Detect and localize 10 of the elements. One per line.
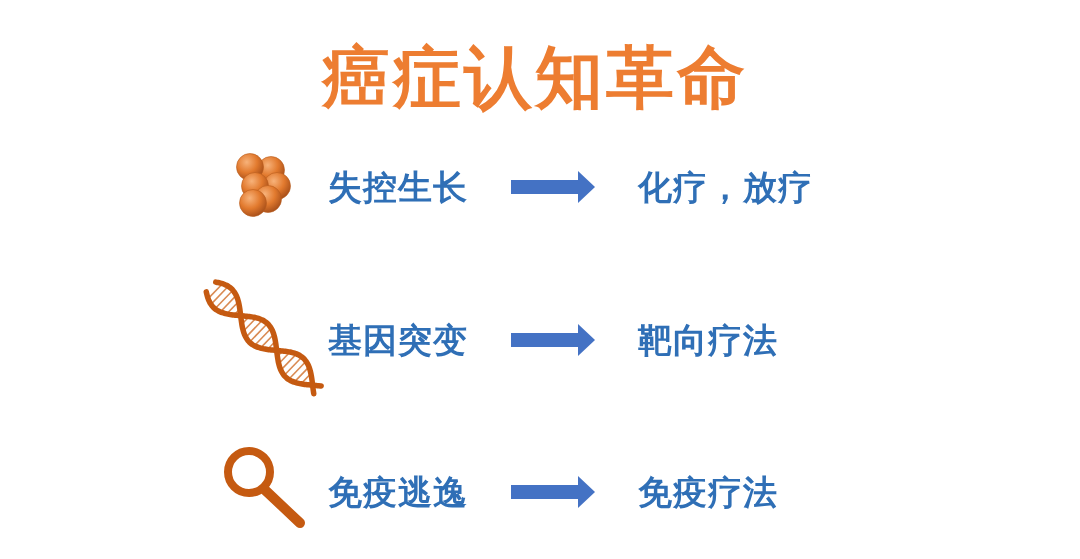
arrow xyxy=(511,324,595,356)
therapy-text: 靶向疗法 xyxy=(638,319,778,361)
cause-text: 失控生长 xyxy=(328,166,468,208)
title: 癌症认知革命 xyxy=(322,41,748,116)
arrow xyxy=(511,171,595,203)
arrow xyxy=(511,476,595,508)
therapy-text: 化疗，放疗 xyxy=(638,166,813,208)
cause-text: 免疫逃逸 xyxy=(328,471,468,513)
cause-text: 基因突变 xyxy=(328,319,468,361)
therapy-text: 免疫疗法 xyxy=(638,471,778,513)
